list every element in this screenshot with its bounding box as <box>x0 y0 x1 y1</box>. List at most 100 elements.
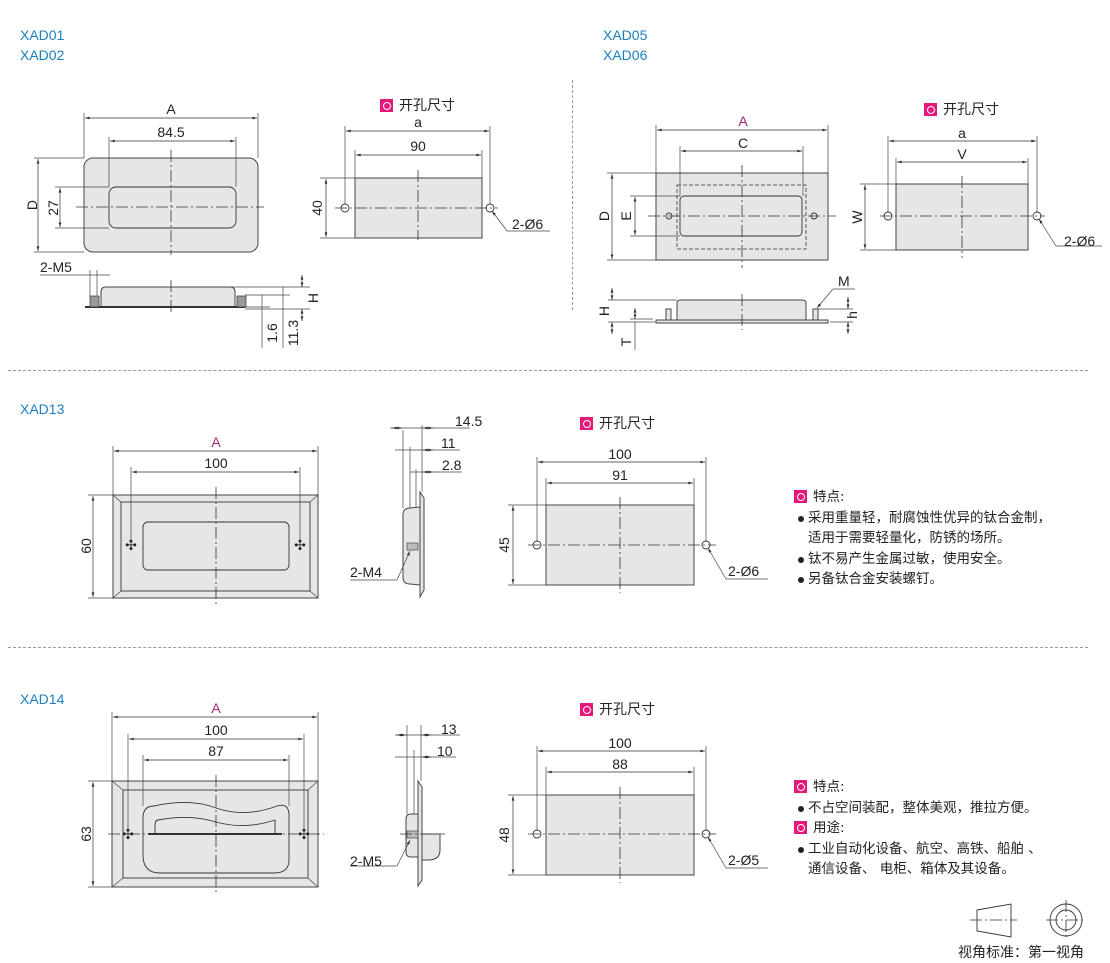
dim-flange: 2.8 <box>442 457 462 473</box>
xad13-top-view: ✣ ✣ A 100 60 <box>78 434 319 606</box>
dim-height: 60 <box>78 538 94 554</box>
screw-icon: ✣ <box>294 537 306 553</box>
projection-caption: 视角标准：第一视角 <box>958 945 1084 961</box>
cutout-header: 开孔尺寸 <box>580 413 655 433</box>
dim-V: V <box>957 146 967 162</box>
xad05-cutout: a V W 2-Ø6 <box>849 125 1102 258</box>
dim-A: A <box>738 113 748 129</box>
dim-h: h <box>844 311 860 319</box>
xad05-side-view: H T h M <box>596 273 860 350</box>
dim-a: a <box>414 114 422 130</box>
hole-icon <box>810 212 818 220</box>
dim-C: C <box>738 135 748 151</box>
hole-icon <box>665 212 673 220</box>
dim-H: H <box>596 306 612 316</box>
dim-height: 27 <box>45 200 61 216</box>
dim-H: H <box>305 293 321 303</box>
dim-thread: 2-M5 <box>350 853 382 869</box>
dim-hole: 2-Ø6 <box>1064 233 1095 249</box>
cutout-header: 开孔尺寸 <box>580 699 655 719</box>
dim-thickness: 1.6 <box>264 323 280 343</box>
model-xad05: XAD05 <box>603 27 648 43</box>
first-angle-projection-icon <box>970 900 1086 940</box>
dim-cutout-width: 91 <box>612 467 628 483</box>
vertical-divider <box>572 80 573 310</box>
dim-depth-inner: 11 <box>441 435 456 451</box>
cutout-header: 开孔尺寸 <box>380 95 455 115</box>
dim-hole: 2-Ø5 <box>728 852 759 868</box>
cutout-title: 开孔尺寸 <box>599 702 655 718</box>
feature-item: 采用重量轻，耐腐蚀性优异的钛合金制， <box>794 508 1051 529</box>
dim-width: 87 <box>208 743 224 759</box>
dim-cutout-height: 48 <box>496 827 512 843</box>
dim-hole: 2-Ø6 <box>512 216 543 232</box>
circle-marker-icon <box>380 99 393 112</box>
dim-D: D <box>596 211 612 221</box>
circle-marker-icon <box>794 490 807 503</box>
xad01-side-view: 2-M5 H 1.6 11.3 <box>40 259 321 348</box>
dim-thread: 2-M5 <box>40 259 72 275</box>
dim-A: A <box>211 700 221 716</box>
model-label-xad13: XAD13 <box>20 401 65 417</box>
feature-item: 另备钛合金安装螺钉。 <box>794 569 1051 590</box>
uses-title: 用途: <box>813 820 845 836</box>
xad13-cutout: 100 91 45 2-Ø6 <box>496 446 768 593</box>
circle-marker-icon <box>794 821 807 834</box>
model-label-xad14: XAD14 <box>20 691 65 707</box>
cutout-title: 开孔尺寸 <box>399 98 455 114</box>
dim-width: 100 <box>204 455 228 471</box>
screw-icon: ✣ <box>122 826 134 842</box>
dim-total-height: 11.3 <box>285 320 301 346</box>
feature-item: 适用于需要轻量化，防锈的场所。 <box>808 530 1011 546</box>
screw-icon: ✣ <box>125 537 137 553</box>
dim-height: 63 <box>78 826 94 842</box>
dim-cutout-width: 90 <box>410 138 426 154</box>
dim-cutout-height: 40 <box>309 200 325 216</box>
feature-item: 不占空间装配，整体美观，推拉方便。 <box>794 798 1042 819</box>
dim-D: D <box>24 200 40 210</box>
dim-E: E <box>618 211 634 220</box>
dim-W: W <box>849 210 865 224</box>
dim-cutout-pitch: 100 <box>608 446 632 462</box>
dim-cutout-height: 45 <box>496 537 512 553</box>
model-xad06: XAD06 <box>603 47 648 63</box>
cutout-title: 开孔尺寸 <box>943 102 999 118</box>
dim-depth: 14.5 <box>455 413 482 429</box>
xad01-cutout: a 90 40 2-Ø6 <box>309 114 550 240</box>
circle-marker-icon <box>924 103 937 116</box>
features-xad14: 特点: 不占空间装配，整体美观，推拉方便。 用途: 工业自动化设备、航空、高铁、… <box>794 777 1042 880</box>
xad05-top-view: A C D E <box>596 113 836 268</box>
features-xad13: 特点: 采用重量轻，耐腐蚀性优异的钛合金制， 适用于需要轻量化，防锈的场所。 钛… <box>794 487 1051 590</box>
circle-marker-icon <box>794 780 807 793</box>
model-xad01: XAD01 <box>20 27 65 43</box>
section-divider <box>8 647 1088 648</box>
xad14-top-view: ✣ ✣ A 100 87 63 <box>78 700 324 893</box>
dim-depth: 13 <box>441 721 457 737</box>
use-item: 工业自动化设备、航空、高铁、船舶 、 <box>794 839 1042 860</box>
model-xad02: XAD02 <box>20 47 65 63</box>
features-heading: 特点: <box>794 487 1051 508</box>
circle-marker-icon <box>580 417 593 430</box>
dim-depth-inner: 10 <box>437 743 453 759</box>
dim-pitch: 100 <box>204 722 228 738</box>
cutout-header: 开孔尺寸 <box>924 99 999 119</box>
features-heading: 特点: <box>794 777 1042 798</box>
dim-hole: 2-Ø6 <box>728 563 759 579</box>
dim-A: A <box>211 434 221 450</box>
xad14-cutout: 100 88 48 2-Ø5 <box>496 735 768 883</box>
dim-T: T <box>618 337 634 346</box>
xad13-side-view: 14.5 11 2.8 2-M4 <box>350 413 482 599</box>
dim-a: a <box>958 125 966 141</box>
dim-width: 84.5 <box>157 124 184 140</box>
uses-heading: 用途: <box>794 818 1042 839</box>
cutout-title: 开孔尺寸 <box>599 416 655 432</box>
screw-icon: ✣ <box>298 826 310 842</box>
use-item: 通信设备、 电柜、箱体及其设备。 <box>808 861 1015 877</box>
features-title: 特点: <box>813 489 845 505</box>
section-divider <box>8 370 1088 371</box>
dim-A: A <box>166 101 176 117</box>
feature-item: 钛不易产生金属过敏，使用安全。 <box>794 549 1051 570</box>
